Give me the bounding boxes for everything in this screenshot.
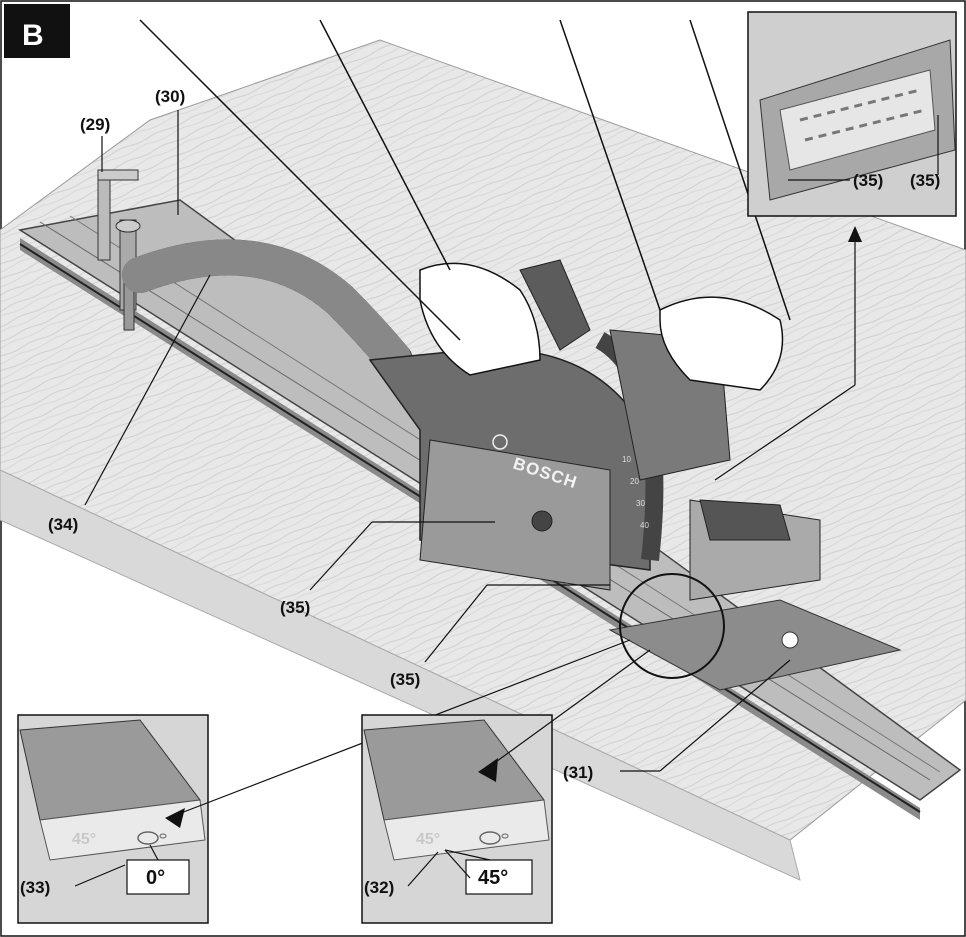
callout-31: (31) — [563, 763, 593, 782]
plunge-saw — [368, 259, 821, 601]
rail-hole — [781, 631, 799, 649]
leader-line — [407, 851, 439, 887]
figure-label-box — [4, 4, 70, 58]
inset-arrow-line — [714, 384, 856, 481]
arrow-up-icon — [848, 226, 862, 242]
callout-30: (30) — [155, 87, 185, 106]
bevel-scale-mark: 20 — [630, 477, 639, 486]
callout-35: (35) — [280, 598, 310, 617]
hose-ribs — [122, 239, 413, 378]
inset-top-right — [747, 11, 957, 217]
leader-line — [444, 849, 471, 879]
leader-line — [74, 864, 126, 887]
leader-line — [424, 584, 488, 663]
bevel-scale-mark: 10 — [622, 455, 631, 464]
emboss-45-mark: 45° — [72, 831, 96, 848]
leader-line — [84, 274, 211, 506]
leader-line — [659, 659, 791, 772]
callout-33: (33) — [20, 878, 50, 897]
angle-0-label: 0° — [146, 867, 165, 889]
inset-arrow-line — [481, 649, 651, 773]
callout-35: (35) — [853, 171, 883, 190]
callout-34: (34) — [48, 515, 78, 534]
bevel-scale-mark: 30 — [636, 499, 645, 508]
callout-29: (29) — [80, 115, 110, 134]
figure-label: B — [22, 19, 44, 52]
angle-box-45 — [465, 859, 533, 895]
bevel-scale-mark: 40 — [640, 521, 649, 530]
callout-35: (35) — [390, 670, 420, 689]
leader-line — [444, 849, 491, 861]
emboss-45-mark: 45° — [416, 831, 440, 848]
callout-32: (32) — [364, 878, 394, 897]
leader-line — [309, 521, 373, 591]
detail-circle — [619, 573, 725, 679]
operator-hands — [139, 19, 791, 391]
bevel-scale: 10 20 30 40 — [622, 455, 649, 530]
angle-45-label: 45° — [478, 867, 508, 889]
brand-emblem-icon — [492, 434, 508, 450]
callout-35: (35) — [910, 171, 940, 190]
leader-line — [149, 844, 159, 861]
splinter-guard-strip — [608, 599, 902, 691]
